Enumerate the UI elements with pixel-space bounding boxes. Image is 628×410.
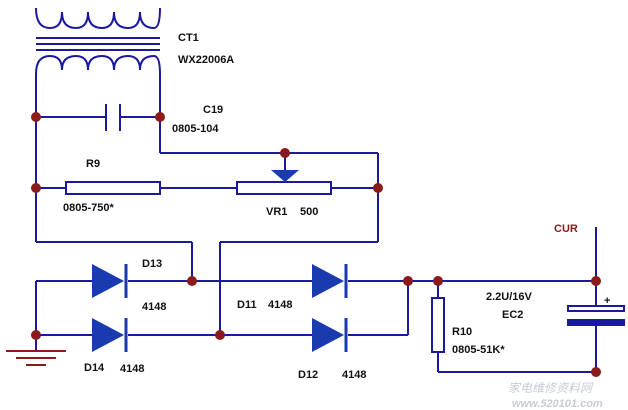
- d14-value-label: 4148: [120, 363, 144, 375]
- watermark-text: 家电维修资料网: [508, 381, 594, 395]
- diode-d12: [312, 318, 348, 352]
- d12-ref-label: D12: [298, 369, 318, 381]
- watermark-url: www.520101.com: [512, 398, 603, 410]
- c19-value-label: 0805-104: [172, 123, 219, 135]
- ct1-value-label: WX22006A: [178, 54, 234, 66]
- capacitor-c19: [105, 104, 121, 131]
- d11-value-label: 4148: [268, 299, 292, 311]
- d14-ref-label: D14: [84, 362, 105, 374]
- d13-value-label: 4148: [142, 301, 166, 313]
- ct1-ref-label: CT1: [178, 32, 199, 44]
- ec2-plus-sign: +: [604, 295, 610, 307]
- r9-ref-label: R9: [86, 158, 100, 170]
- resistor-r10: [431, 297, 445, 353]
- c19-ref-label: C19: [203, 104, 223, 116]
- wires: [35, 74, 600, 373]
- vr1-ref-label: VR1: [266, 206, 287, 218]
- ec2-ref-label: EC2: [502, 309, 523, 321]
- d11-ref-label: D11: [237, 299, 257, 311]
- ec2-value-label: 2.2U/16V: [486, 291, 533, 303]
- d13-ref-label: D13: [142, 258, 162, 270]
- d12-value-label: 4148: [342, 369, 366, 381]
- potentiometer-vr1: [236, 170, 332, 195]
- capacitor-ec2: +: [567, 295, 625, 326]
- r10-value-label: 0805-51K*: [452, 344, 505, 356]
- diode-d13: [92, 264, 128, 298]
- r9-value-label: 0805-750*: [63, 202, 114, 214]
- vr1-value-label: 500: [300, 206, 318, 218]
- r10-ref-label: R10: [452, 326, 472, 338]
- resistor-r9: [65, 181, 161, 195]
- diode-d14: [92, 318, 128, 352]
- cur-net-label: CUR: [554, 223, 578, 235]
- diode-d11: [312, 264, 348, 298]
- transformer-ct1: [35, 7, 161, 75]
- junction-dots: [31, 112, 601, 377]
- ground-symbol: [6, 350, 66, 366]
